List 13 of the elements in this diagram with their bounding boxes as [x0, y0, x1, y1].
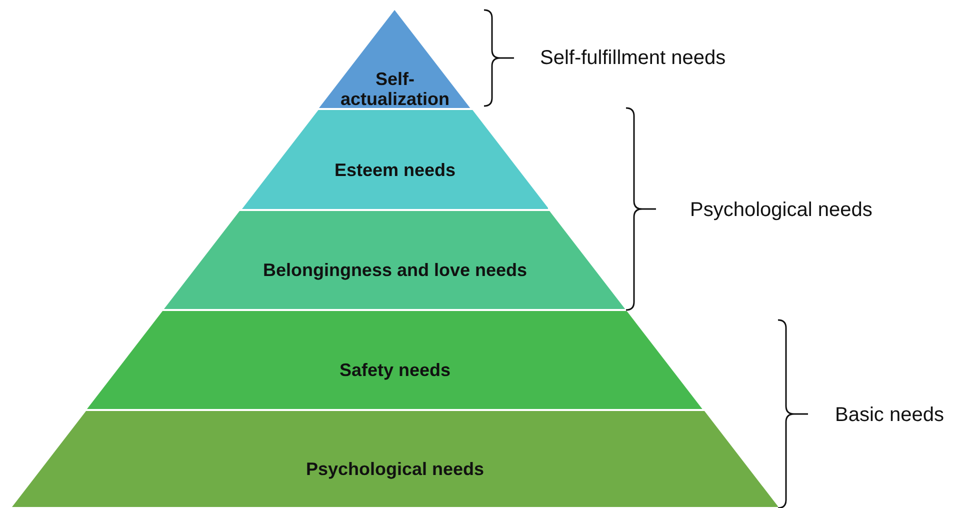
tier-label: Safety needs	[338, 360, 452, 380]
pyramid-tier	[12, 411, 778, 507]
bracket-label: Basic needs	[835, 404, 944, 426]
tier-label: Belongingness and love needs	[262, 260, 528, 280]
tier-label: Self-actualization	[340, 69, 450, 109]
tier-label: Esteem needs	[333, 160, 457, 180]
pyramid-tier	[87, 311, 703, 409]
pyramid-tier	[242, 110, 548, 209]
pyramid-tier	[319, 10, 471, 108]
pyramid-tier	[164, 211, 626, 309]
bracket-label: Self-fulfillment needs	[540, 46, 726, 70]
tier-label: Psychological needs	[304, 459, 486, 479]
bracket-label: Psychological needs	[690, 198, 872, 222]
